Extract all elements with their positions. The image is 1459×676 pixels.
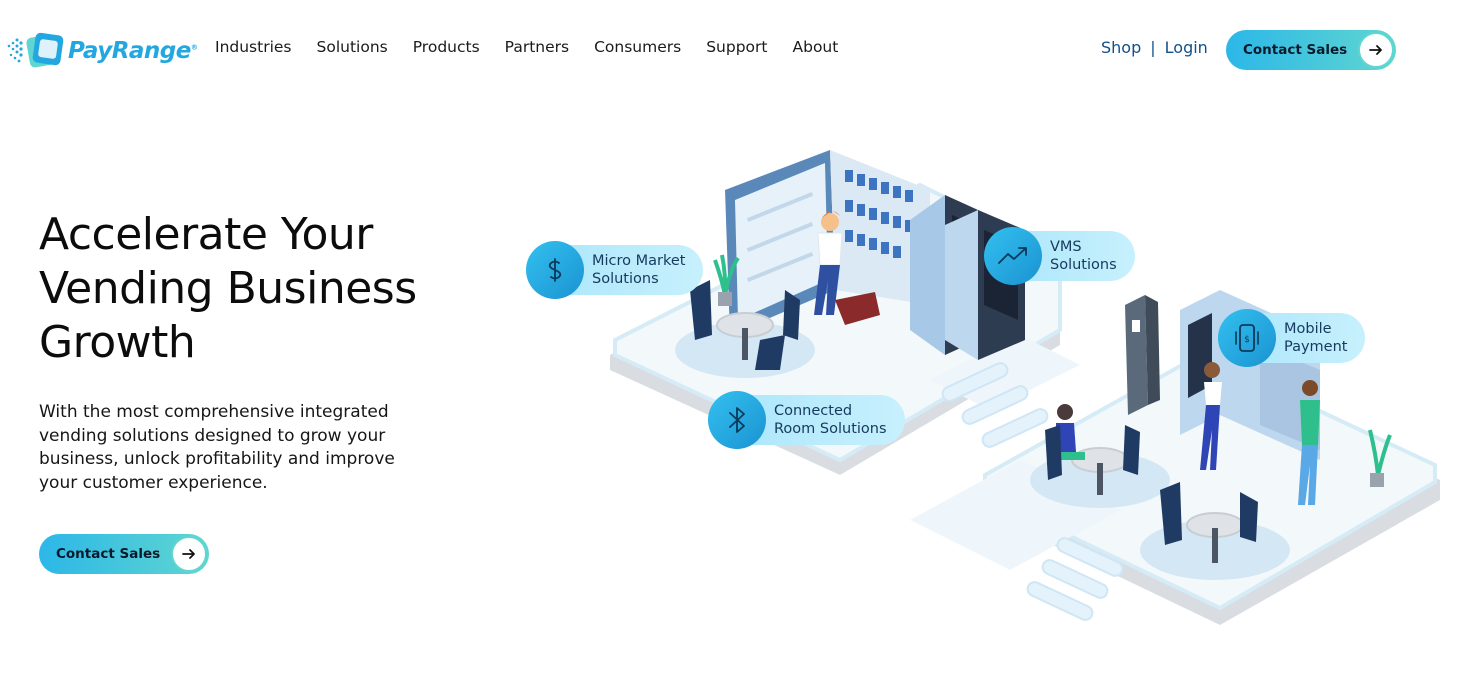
mobile-payment-badge: $ Mobile Payment — [1218, 309, 1366, 367]
micro-market-line-2: Solutions — [592, 271, 659, 287]
nav-item-support[interactable]: Support — [706, 38, 768, 56]
svg-text:$: $ — [1244, 335, 1250, 345]
dollar-icon — [526, 241, 584, 299]
utility-separator: | — [1150, 38, 1156, 57]
hero-title-line-1: Accelerate Your — [39, 209, 373, 260]
hero-illustration: Micro Market Solutions VMS Solutions $ M… — [500, 130, 1450, 676]
nav-item-consumers[interactable]: Consumers — [594, 38, 682, 56]
header-contact-sales-button[interactable]: Contact Sales — [1226, 30, 1396, 70]
arrow-right-icon — [171, 536, 207, 572]
connected-room-badge: Connected Room Solutions — [708, 391, 905, 449]
main-nav: Industries Solutions Products Partners C… — [215, 38, 863, 56]
nav-item-solutions[interactable]: Solutions — [316, 38, 388, 56]
trend-up-icon — [984, 227, 1042, 285]
payrange-logo[interactable]: PayRange® — [6, 30, 198, 72]
nav-item-partners[interactable]: Partners — [504, 38, 570, 56]
shop-link[interactable]: Shop — [1101, 38, 1142, 57]
mobile-payment-line-2: Payment — [1284, 339, 1348, 355]
vms-line-1: VMS — [1050, 239, 1082, 255]
header-contact-sales-label: Contact Sales — [1243, 42, 1348, 58]
arrow-right-icon — [1358, 32, 1394, 68]
nav-item-products[interactable]: Products — [412, 38, 480, 56]
hero-title: Accelerate Your Vending Business Growth — [39, 208, 479, 370]
micro-market-line-1: Micro Market — [592, 253, 686, 269]
connected-room-line-2: Room Solutions — [774, 421, 887, 437]
hero-description: With the most comprehensive integrated v… — [39, 402, 395, 493]
bluetooth-icon — [708, 391, 766, 449]
nav-item-industries[interactable]: Industries — [215, 38, 292, 56]
hero-contact-sales-button[interactable]: Contact Sales — [39, 534, 209, 574]
mobile-payment-line-1: Mobile — [1284, 321, 1332, 337]
hero-contact-sales-label: Contact Sales — [56, 546, 161, 562]
nav-item-about[interactable]: About — [792, 38, 839, 56]
mobile-payment-icon: $ — [1218, 309, 1276, 367]
logo-wordmark: PayRange® — [68, 38, 198, 64]
hero-title-line-2: Vending Business — [39, 263, 417, 314]
login-link[interactable]: Login — [1164, 38, 1208, 57]
hero-title-line-3: Growth — [39, 317, 196, 368]
connected-room-line-1: Connected — [774, 403, 853, 419]
vms-line-2: Solutions — [1050, 257, 1117, 273]
vms-badge: VMS Solutions — [984, 227, 1135, 285]
vending-room-illustration — [610, 150, 1440, 676]
payrange-card-icon — [6, 30, 66, 72]
micro-market-badge: Micro Market Solutions — [526, 241, 704, 299]
utility-links: Shop | Login — [1101, 38, 1208, 57]
